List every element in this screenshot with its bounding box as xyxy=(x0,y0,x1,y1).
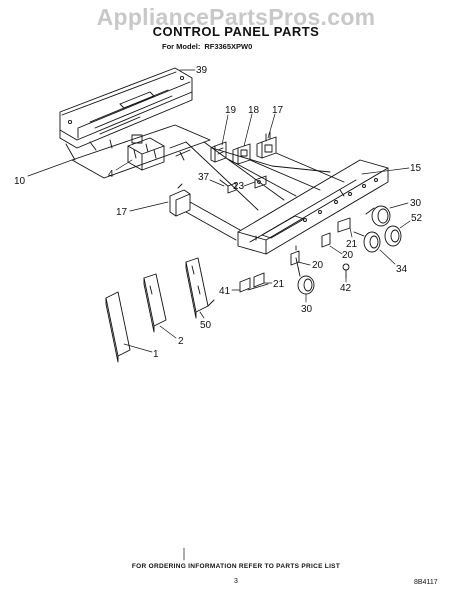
callout-21-upper: 21 xyxy=(346,239,358,250)
callout-leaders xyxy=(27,69,411,561)
callout-17-upper: 17 xyxy=(272,105,284,116)
watermark: AppliancePartsPros.com xyxy=(96,4,376,30)
control-panel-part-15 xyxy=(237,159,389,255)
page-title: CONTROL PANEL PARTS xyxy=(152,24,320,39)
switch-part-20-lower xyxy=(321,232,331,248)
bracket-part-2 xyxy=(143,273,167,333)
switch-part-21-lower xyxy=(239,272,269,293)
callout-17-lower: 17 xyxy=(116,207,128,218)
ordering-info-footer: FOR ORDERING INFORMATION REFER TO PARTS … xyxy=(131,563,341,570)
callout-20-left: 20 xyxy=(312,260,324,271)
callout-21-lower: 21 xyxy=(273,279,285,290)
callout-30-right: 30 xyxy=(410,198,422,209)
callout-19: 19 xyxy=(225,105,237,116)
switch-part-17-upper xyxy=(256,131,277,159)
knob-part-34 xyxy=(353,231,381,253)
callout-10: 10 xyxy=(14,176,26,187)
knob-part-30-right xyxy=(365,205,391,227)
drawing-code: 8B4117 xyxy=(414,579,438,586)
callout-20-right: 20 xyxy=(342,250,354,261)
callout-2: 2 xyxy=(178,336,184,347)
model-label: For Model: xyxy=(162,42,201,51)
callout-1: 1 xyxy=(153,349,159,360)
callout-37: 37 xyxy=(198,172,210,183)
model-number: RF3365XPW0 xyxy=(204,42,253,51)
callout-34: 34 xyxy=(396,264,408,275)
callout-15: 15 xyxy=(410,163,422,174)
callout-4: 4 xyxy=(108,169,114,180)
bracket-part-50 xyxy=(185,257,215,319)
assembly-guide-lines xyxy=(185,141,345,211)
switch-part-18 xyxy=(232,143,251,165)
callout-50: 50 xyxy=(200,320,212,331)
rear-panel-part-39 xyxy=(59,67,193,161)
callout-39: 39 xyxy=(196,65,208,76)
page-number: 3 xyxy=(234,578,238,585)
small-part-37 xyxy=(219,179,237,194)
callout-30-lower: 30 xyxy=(301,304,313,315)
part-42 xyxy=(342,263,350,279)
model-line: For Model:RF3365XPW0 xyxy=(158,42,252,51)
switch-part-21-upper xyxy=(337,217,351,233)
knob-part-52 xyxy=(384,225,402,247)
panel-part-1 xyxy=(105,291,131,363)
callout-41: 41 xyxy=(219,286,231,297)
switch-block-part-4 xyxy=(71,124,211,179)
callout-52: 52 xyxy=(411,213,423,224)
switch-part-17-lower xyxy=(169,183,241,241)
callout-42: 42 xyxy=(340,283,352,294)
callout-23: 23 xyxy=(233,181,245,192)
callout-18: 18 xyxy=(248,105,260,116)
